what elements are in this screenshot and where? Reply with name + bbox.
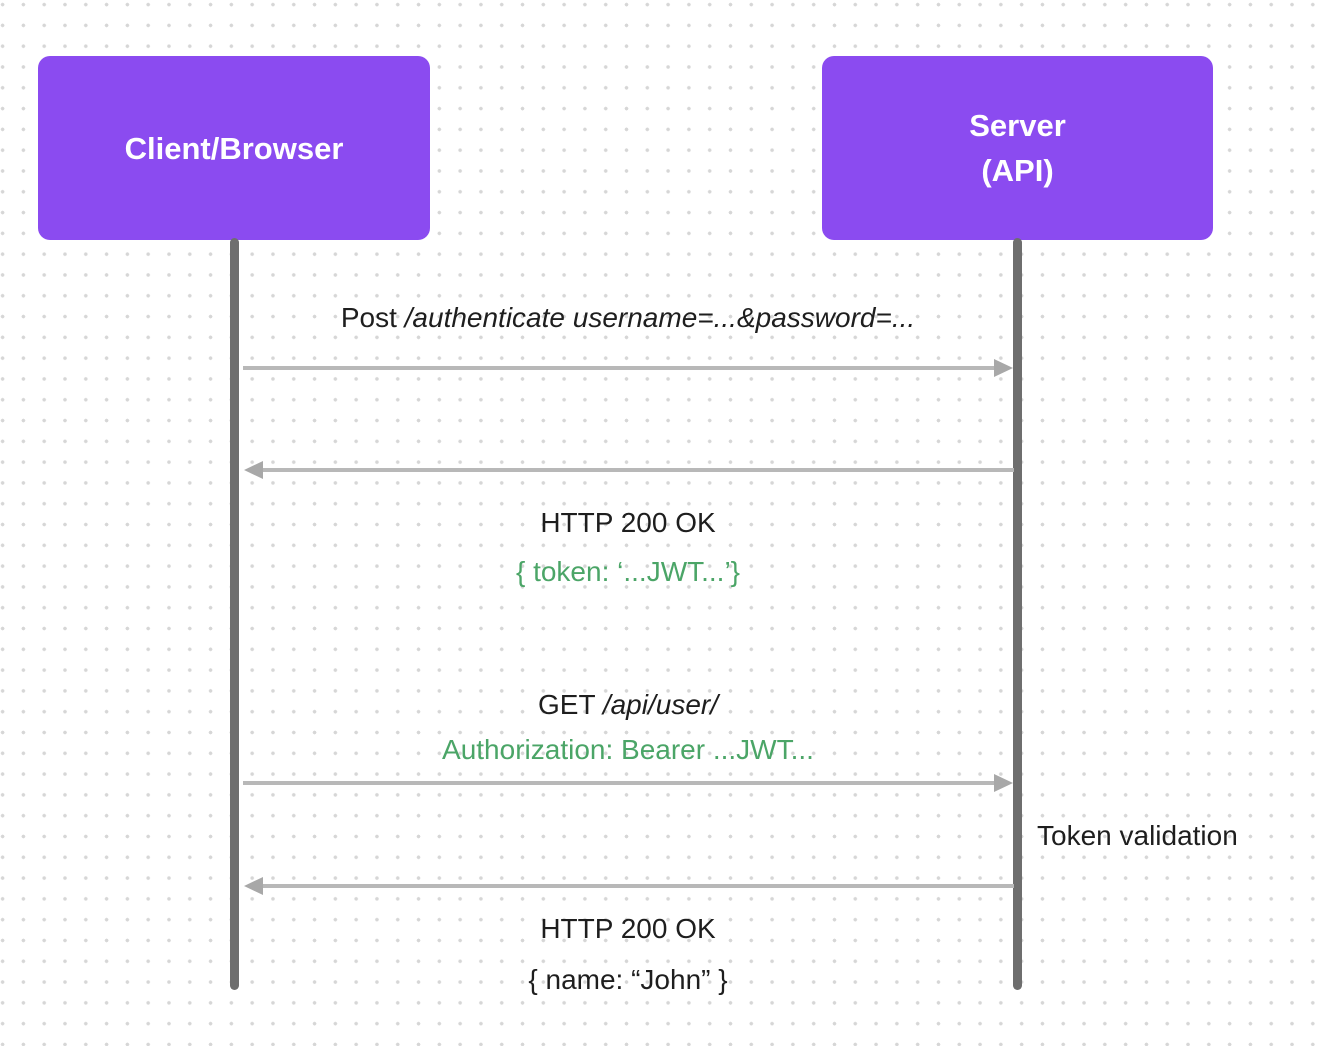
arrow-shaft xyxy=(259,884,1014,888)
arrowhead-left-icon xyxy=(244,877,263,895)
message-3-arrow-right xyxy=(243,774,1013,792)
message-2-token-payload: { token: ‘...JWT...’} xyxy=(515,556,741,587)
lifeline-client xyxy=(230,238,239,990)
arrow-shaft xyxy=(243,781,998,785)
actor-box-server-api[interactable]: Server (API) xyxy=(822,56,1213,240)
message-3-path: /api/user/ xyxy=(602,689,718,720)
message-1-path: /authenticate username=...&password=... xyxy=(404,302,916,333)
message-3-method: GET xyxy=(537,689,603,720)
message-1-arrow-right xyxy=(243,359,1013,377)
arrowhead-left-icon xyxy=(244,461,263,479)
actor-box-client-browser[interactable]: Client/Browser xyxy=(38,56,430,240)
message-4-status: HTTP 200 OK xyxy=(540,913,716,944)
actor-server-label-line1: Server xyxy=(969,108,1066,143)
arrow-shaft xyxy=(259,468,1014,472)
message-2-arrow-left xyxy=(244,461,1014,479)
message-1-method: Post xyxy=(340,302,405,333)
arrowhead-right-icon xyxy=(994,359,1013,377)
message-4-name-payload: { name: “John” } xyxy=(528,964,728,995)
message-2-status: HTTP 200 OK xyxy=(540,507,716,538)
actor-client-label: Client/Browser xyxy=(124,130,344,166)
message-4-arrow-left xyxy=(244,877,1014,895)
arrow-shaft xyxy=(243,366,998,370)
message-3-label: GET /api/user/ xyxy=(243,688,1013,722)
note-token-validation: Token validation xyxy=(1037,820,1238,851)
message-1-label: Post /authenticate username=...&password… xyxy=(243,301,1013,335)
actor-server-label-line2: (API) xyxy=(981,153,1054,188)
lifeline-server xyxy=(1013,238,1022,990)
arrowhead-right-icon xyxy=(994,774,1013,792)
message-3-authorization-header: Authorization: Bearer ...JWT... xyxy=(442,734,814,765)
